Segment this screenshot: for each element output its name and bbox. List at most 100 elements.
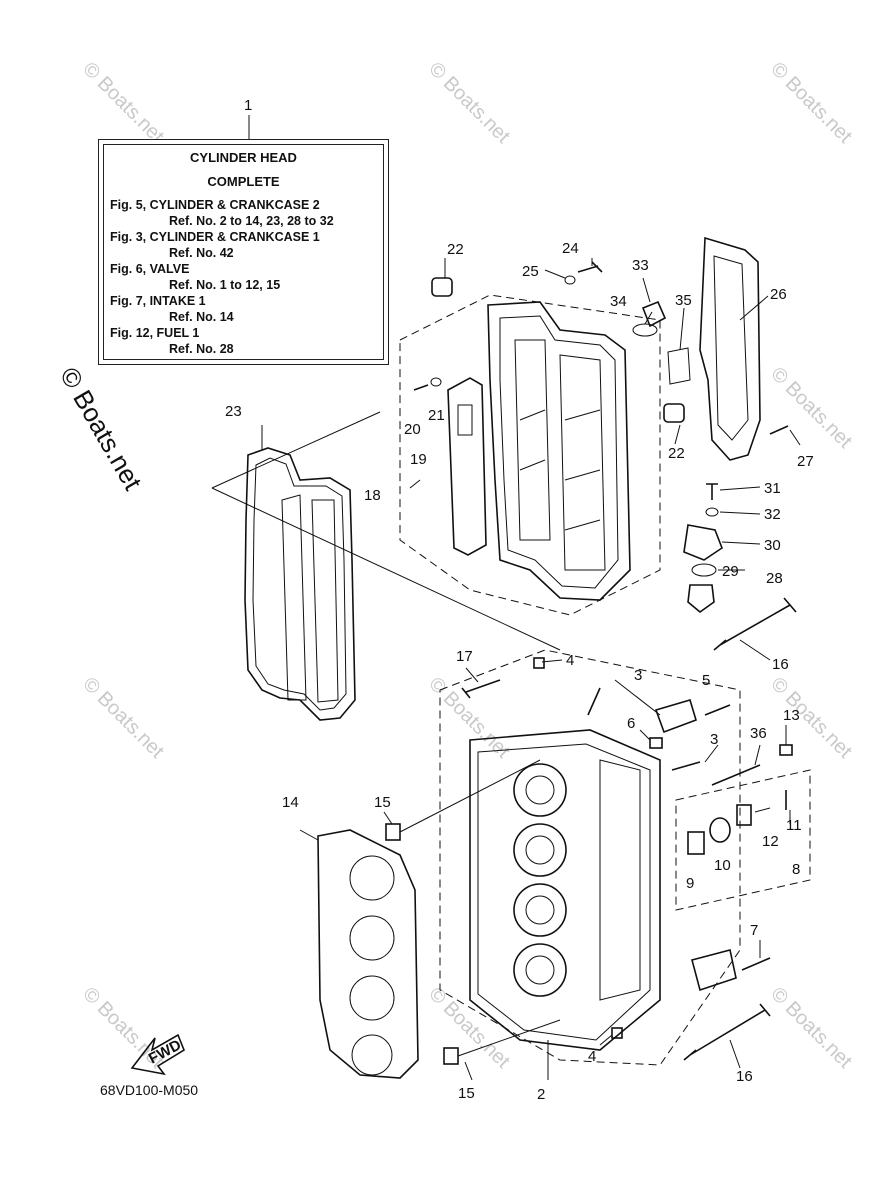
washer-21 [430, 377, 442, 387]
callout: 2 [537, 1086, 545, 1103]
reference-line: Fig. 7, INTAKE 1 [110, 294, 206, 308]
callout: 29 [722, 563, 739, 580]
bracket [699, 236, 761, 461]
callout: 20 [404, 421, 421, 438]
leader-lines [211, 258, 801, 1081]
callout: 22 [668, 445, 685, 462]
callout-numbers: 1 22 24 25 33 34 35 26 23 20 21 19 18 22… [225, 97, 814, 1103]
watermark: © Boats.net [766, 363, 856, 453]
callout: 7 [750, 922, 758, 939]
diagram-code: 68VD100-M050 [100, 1082, 199, 1098]
bolt-24 [577, 261, 603, 273]
callout: 36 [750, 725, 767, 742]
clamp-upper [654, 699, 697, 734]
callout: 4 [566, 652, 574, 669]
plug-4a [533, 657, 545, 669]
watermark: © Boats.net [766, 983, 856, 1073]
reference-line: Ref. No. 28 [169, 342, 234, 356]
callout: 10 [714, 857, 731, 874]
watermark: © Boats.net [766, 58, 856, 148]
dowel-15a [385, 823, 401, 841]
reference-title-line2: COMPLETE [207, 174, 280, 189]
callout: 5 [702, 672, 710, 689]
callout: 11 [786, 817, 802, 834]
bolt-27 [769, 425, 789, 435]
bolt-13 [779, 744, 793, 756]
callout: 23 [225, 403, 242, 420]
callout: 3 [634, 667, 642, 684]
cover-plate [447, 377, 487, 556]
bolt-17 [461, 679, 501, 699]
label-35 [667, 347, 691, 385]
reference-line: Fig. 12, FUEL 1 [110, 326, 200, 340]
head-cover-gasket [244, 447, 356, 721]
head-cover-group-outline [399, 294, 661, 616]
grommet-22a [431, 277, 453, 297]
bolt-5 [704, 704, 731, 716]
long-bolt-16b [683, 1003, 771, 1061]
callout: 35 [675, 292, 692, 309]
bolt-7 [741, 957, 771, 971]
reference-box-inner [103, 144, 384, 360]
callout: 28 [766, 570, 783, 587]
cylinder-head-group-outline [439, 649, 741, 1066]
callout: 33 [632, 257, 649, 274]
clamp-lower [691, 949, 737, 992]
callout: 25 [522, 263, 539, 280]
long-bolt-16a [713, 597, 797, 651]
callout: 21 [428, 407, 445, 424]
callout: 24 [562, 240, 579, 257]
head-gasket [317, 829, 419, 1079]
sensor-36 [711, 764, 761, 786]
pin-3a [587, 687, 601, 716]
callout: 6 [627, 715, 635, 732]
callout: 19 [410, 451, 427, 468]
callout: 15 [458, 1085, 475, 1102]
callout: 18 [364, 487, 381, 504]
callout: 30 [764, 537, 781, 554]
callout: 13 [783, 707, 800, 724]
plug-9 [687, 831, 705, 855]
dowel-15b [443, 1047, 459, 1065]
anode-10 [709, 817, 731, 843]
callout: 15 [374, 794, 391, 811]
callout: 8 [792, 861, 800, 878]
callout: 3 [710, 731, 718, 748]
callout: 12 [762, 833, 779, 850]
oring-34 [632, 323, 658, 337]
watermark: © Boats.net [78, 58, 168, 148]
callout: 14 [282, 794, 299, 811]
watermark: © Boats.net [78, 673, 168, 763]
plug-4b [611, 1027, 623, 1039]
cover-12 [736, 804, 752, 826]
washer-32 [705, 507, 719, 517]
washer-25 [564, 275, 576, 285]
collar-6 [649, 737, 663, 749]
callout: 27 [797, 453, 814, 470]
head-cover [487, 301, 631, 601]
callout: 26 [770, 286, 787, 303]
watermark: © Boats.net [424, 58, 514, 148]
gasket-29 [691, 563, 717, 577]
cylinder-head [469, 729, 661, 1051]
callout: 22 [447, 241, 464, 258]
callout: 17 [456, 648, 473, 665]
thermostat-28 [687, 584, 715, 614]
callout: 4 [588, 1048, 596, 1065]
callout: 16 [772, 656, 789, 673]
reference-line: Fig. 6, VALVE [110, 262, 190, 276]
callout: 9 [686, 875, 694, 892]
reference-box: CYLINDER HEAD COMPLETE Fig. 5, CYLINDER … [98, 139, 389, 365]
bolt-31 [706, 483, 718, 500]
pin-3b [671, 761, 701, 771]
thermostat-cover-30 [683, 524, 723, 561]
reference-line: Fig. 5, CYLINDER & CRANKCASE 2 [110, 198, 320, 212]
callout: 1 [244, 97, 252, 114]
grommet-22b [663, 403, 685, 423]
reference-line: Ref. No. 2 to 14, 23, 28 to 32 [169, 214, 334, 228]
callout: 34 [610, 293, 627, 310]
callout: 31 [764, 480, 781, 497]
callout: 32 [764, 506, 781, 523]
screw-20 [413, 384, 429, 391]
